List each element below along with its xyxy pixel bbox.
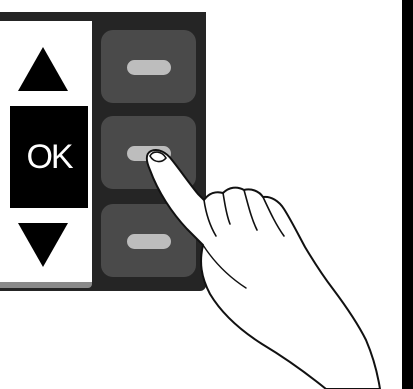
hand-outline: [147, 150, 380, 389]
